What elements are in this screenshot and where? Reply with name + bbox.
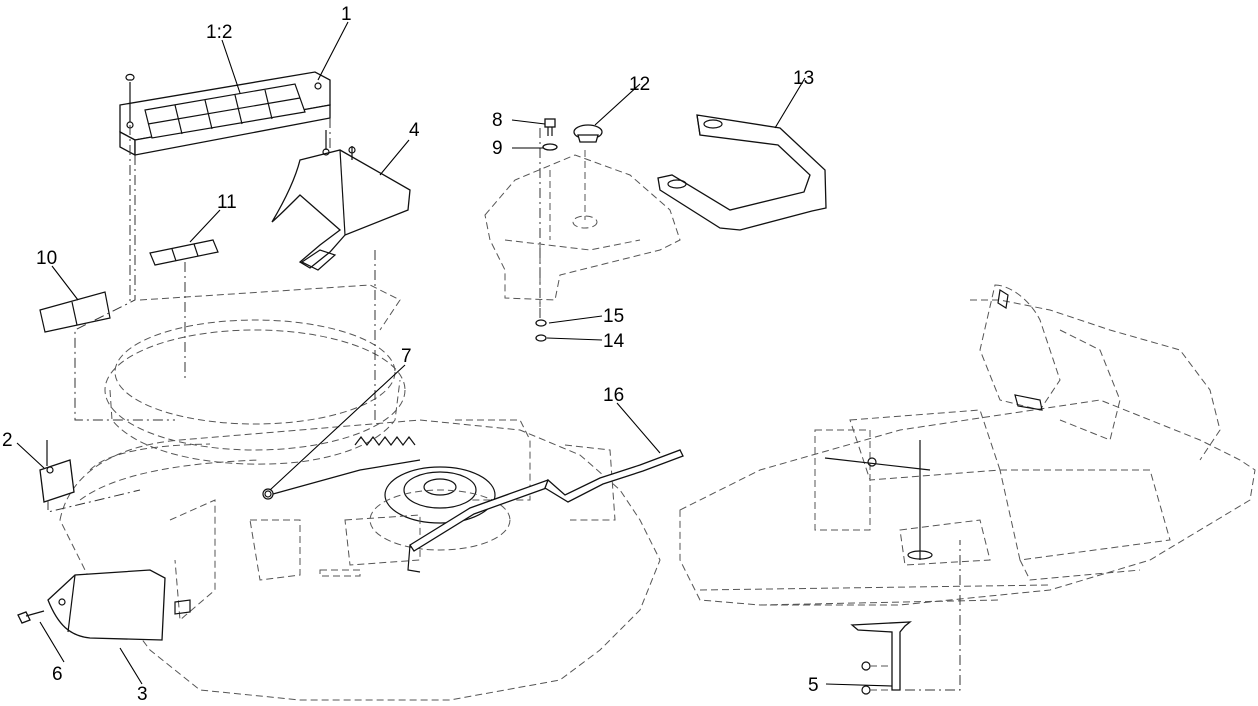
callout-labels: 1 1:2 2 3 4 5 6 7 8 9 10 11 12 13 14 15 …	[2, 4, 819, 705]
part-9-washer	[542, 143, 558, 151]
callout-9: 9	[492, 138, 503, 159]
linkage-rod-assembly	[174, 449, 684, 615]
chute-cover-assembly	[484, 150, 681, 320]
part-10-decal	[39, 291, 111, 333]
callout-8: 8	[492, 110, 503, 131]
part-3-shield	[47, 569, 166, 641]
mower-deck-left	[59, 284, 661, 701]
part-13-u-bracket	[657, 114, 827, 231]
callout-1: 1	[341, 4, 352, 25]
callout-leaders	[16, 21, 893, 687]
part-14-nut	[535, 334, 547, 342]
part-12-plug	[573, 124, 603, 143]
callout-6: 6	[52, 664, 63, 685]
callout-13: 13	[793, 68, 814, 89]
callout-7: 7	[401, 346, 412, 367]
mower-deck-right	[679, 284, 1256, 606]
callout-16: 16	[603, 385, 624, 406]
callout-15: 15	[603, 306, 624, 327]
callout-11: 11	[217, 192, 237, 213]
callout-2: 2	[2, 430, 13, 451]
part-7-fastener	[264, 490, 272, 498]
callout-3: 3	[137, 684, 148, 705]
callout-14: 14	[603, 331, 625, 352]
part-1-2-decal-grid	[144, 83, 306, 139]
callout-10: 10	[36, 248, 57, 269]
part-11-decal-strip	[149, 239, 219, 266]
part-6-bolt	[17, 610, 45, 624]
part-8-screw	[544, 118, 556, 136]
part-4-bracket	[271, 130, 411, 271]
alignment-lines	[47, 118, 961, 691]
part-15-washer	[535, 319, 547, 327]
part-5-bracket	[850, 621, 912, 695]
callout-1-2: 1:2	[206, 22, 232, 43]
callout-12: 12	[629, 74, 650, 95]
callout-5: 5	[808, 675, 819, 696]
part-2-plate	[39, 440, 75, 503]
callout-4: 4	[409, 120, 420, 141]
